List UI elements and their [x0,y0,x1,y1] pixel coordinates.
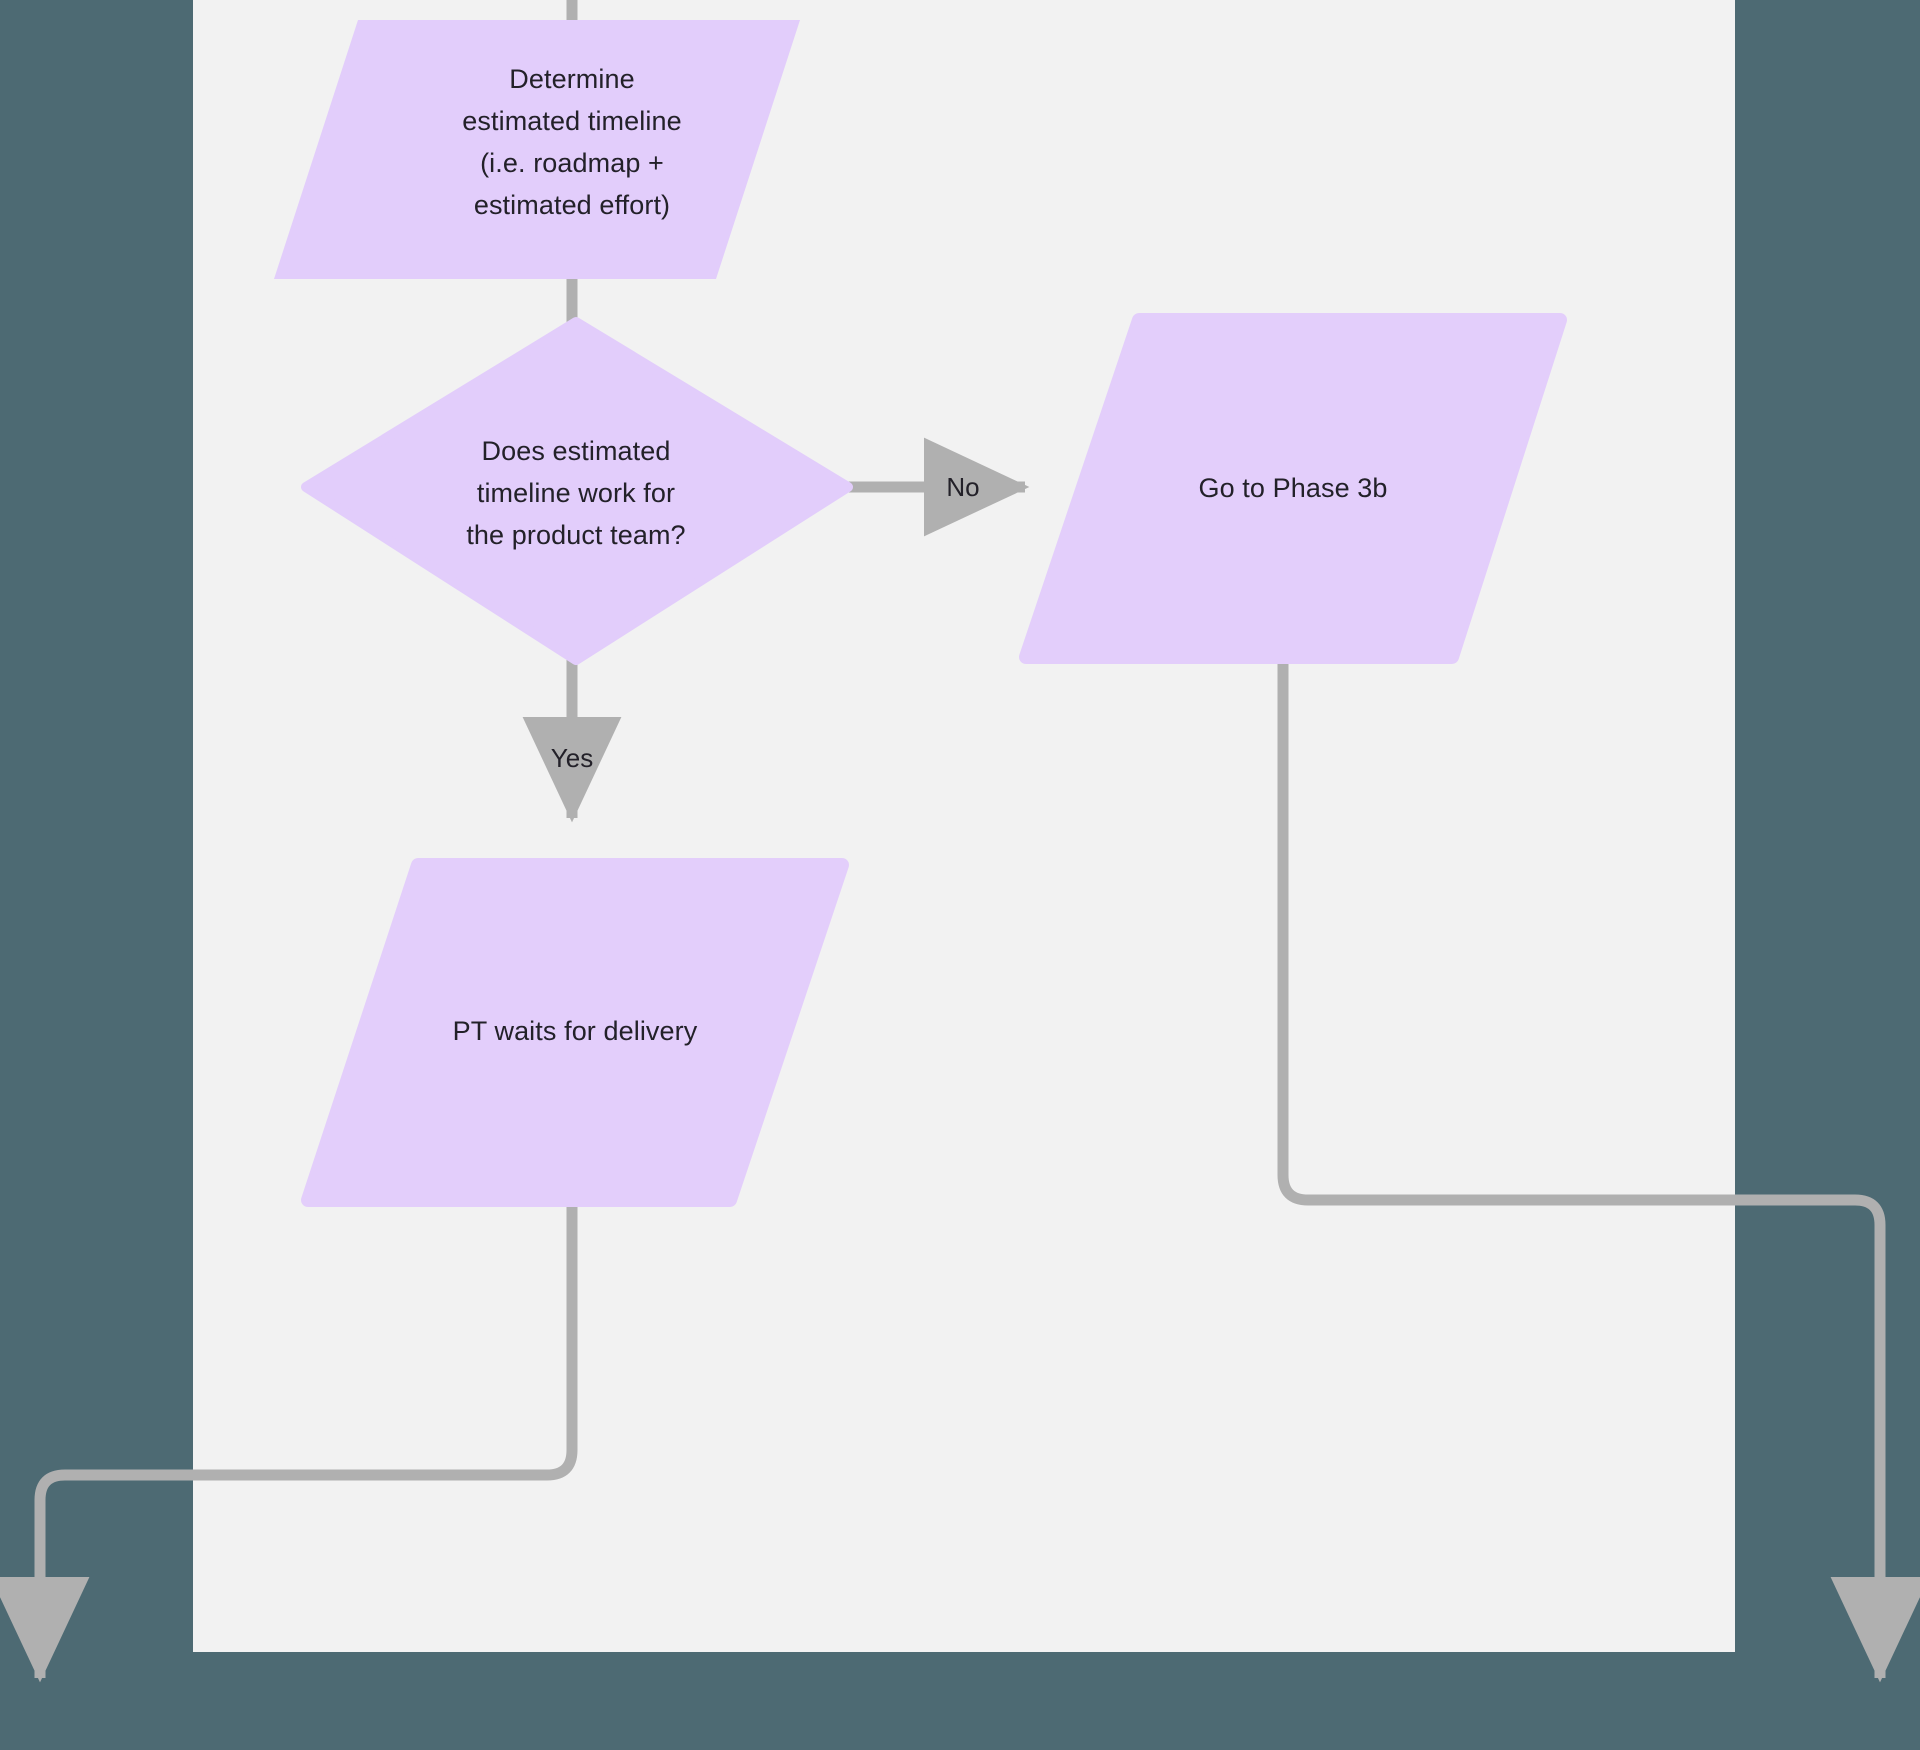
edge-label-yes: Yes [550,743,594,773]
node-go-to-phase-3b[interactable] [1019,313,1567,664]
node-timeline-works-decision[interactable] [301,317,853,665]
node-pt-waits-for-delivery[interactable] [301,858,849,1207]
edge-phase3b-to-exit-right [1277,655,1920,1683]
node-determine-timeline[interactable] [274,20,800,279]
edge-ptwaits-to-exit-left [0,1198,578,1683]
edge-label-no: No [946,472,980,502]
